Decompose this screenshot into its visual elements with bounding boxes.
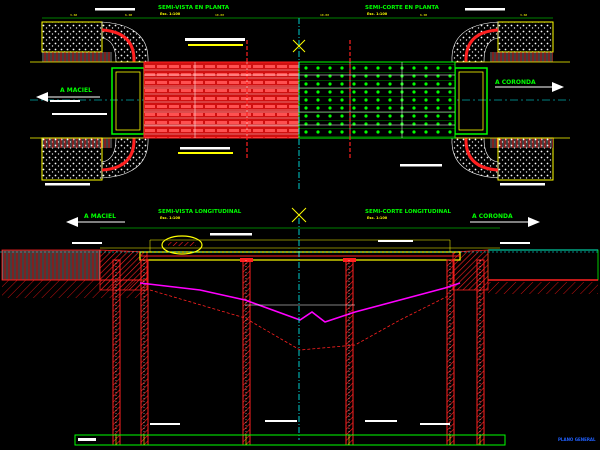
elev-direction-right: A CORONDA: [470, 213, 540, 227]
svg-text:A MACIEL: A MACIEL: [60, 87, 92, 94]
deck-plan-left: [143, 61, 300, 139]
left-wingwall-top: [41, 21, 149, 63]
elev-direction-left: A MACIEL: [66, 213, 125, 227]
elev-title-left: SEMI-VISTA LONGITUDINAL: [158, 209, 242, 215]
svg-text:6.00: 6.00: [420, 13, 427, 17]
right-approach: [487, 249, 599, 281]
ground-profile: [139, 282, 461, 323]
elev-scale-right: Esc. 1:100: [367, 216, 388, 220]
left-rail-top: [42, 52, 112, 62]
svg-text:A CORONDA: A CORONDA: [495, 79, 536, 86]
right-rail-bottom: [490, 138, 553, 148]
left-approach: [1, 249, 101, 281]
svg-text:3.60: 3.60: [520, 13, 527, 17]
svg-text:3.60: 3.60: [70, 13, 77, 17]
svg-text:10.00: 10.00: [320, 13, 329, 17]
left-rail-bottom: [42, 138, 112, 148]
plan-scale-left: Esc. 1:100: [160, 12, 181, 16]
elevation-view: SEMI-VISTA LONGITUDINAL Esc. 1:100 SEMI-…: [0, 207, 600, 446]
detail-callout: [161, 235, 203, 255]
deck-plan-right: [298, 61, 456, 139]
plan-direction-right: A CORONDA: [495, 79, 564, 92]
drawing-stamp: PLANO GENERAL: [558, 437, 596, 442]
right-abutment-box: [454, 67, 488, 135]
piers: [112, 259, 485, 446]
svg-text:10.00: 10.00: [215, 13, 224, 17]
cross-marker-plan: [292, 39, 306, 53]
plan-title-right: SEMI-CORTE EN PLANTA: [365, 5, 440, 11]
plan-title-left: SEMI-VISTA EN PLANTA: [158, 5, 230, 11]
bottom-table: [74, 434, 506, 446]
right-rail-top: [490, 52, 553, 62]
plan-scale-right: Esc. 1:100: [367, 12, 388, 16]
plan-direction-left: A MACIEL: [36, 87, 100, 102]
elev-title-right: SEMI-CORTE LONGITUDINAL: [365, 209, 451, 215]
left-abutment-box: [111, 67, 145, 135]
plan-view: 3.60 6.00 10.00 10.00 6.00 3.60 SEMI-VISTA E…: [30, 5, 570, 190]
elev-scale-left: Esc. 1:100: [160, 216, 181, 220]
right-wingwall-top: [451, 21, 554, 63]
svg-text:A CORONDA: A CORONDA: [472, 213, 513, 220]
svg-text:A MACIEL: A MACIEL: [84, 213, 116, 220]
svg-text:6.00: 6.00: [125, 13, 132, 17]
